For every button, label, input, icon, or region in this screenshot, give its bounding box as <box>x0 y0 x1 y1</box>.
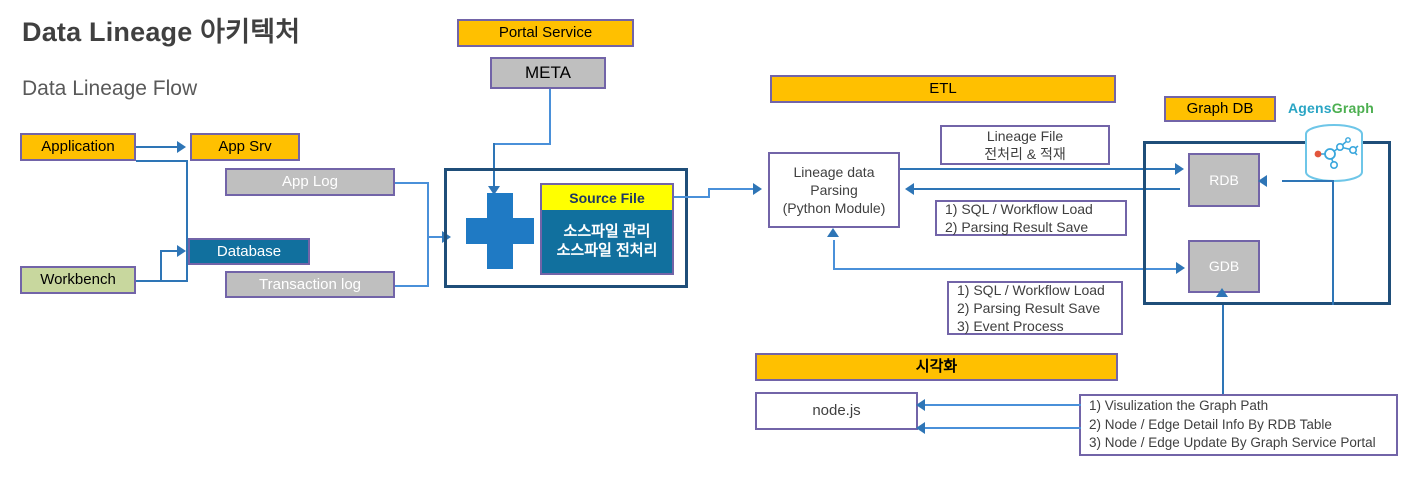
viz-note-line-1: 1) Visulization the Graph Path <box>1089 398 1269 414</box>
note-lineage-file: Lineage File 전처리 & 적재 <box>940 125 1110 165</box>
node-app-log[interactable]: App Log <box>225 168 395 196</box>
lineage-file-line-1: Lineage File <box>986 127 1064 144</box>
note-visualization: 1) Visulization the Graph Path 2) Node /… <box>1079 394 1398 456</box>
edge-application-down-h <box>136 160 188 162</box>
edge-rdb-right-v <box>1332 180 1334 305</box>
node-workbench[interactable]: Workbench <box>20 266 136 294</box>
page-subtitle: Data Lineage Flow <box>22 77 198 100</box>
arrow-to-database <box>177 245 186 257</box>
edge-txlog-v <box>427 236 429 286</box>
banner-visualization[interactable]: 시각화 <box>755 353 1118 381</box>
arrow-into-gdb-bottom <box>1216 288 1228 297</box>
edge-gdb-return-h <box>833 268 1181 270</box>
plus-icon <box>466 193 534 269</box>
node-database[interactable]: Database <box>188 238 310 265</box>
source-file-line2: 소스파일 전처리 <box>556 241 658 259</box>
edge-rdb-to-parsing <box>912 188 1180 190</box>
arrow-parsing-to-rdb <box>1175 163 1184 175</box>
edge-workbench-v <box>160 251 162 281</box>
source-file-body: 소스파일 관리 소스파일 전처리 <box>542 210 672 273</box>
edge-parsing-to-rdb <box>900 168 1180 170</box>
etl-note2-line-1: 1) SQL / Workflow Load <box>957 281 1105 298</box>
note-etl-1: 1) SQL / Workflow Load 2) Parsing Result… <box>935 200 1127 236</box>
edge-application-appsrv <box>136 146 178 148</box>
node-app-srv[interactable]: App Srv <box>190 133 300 161</box>
banner-graph-db[interactable]: Graph DB <box>1164 96 1276 122</box>
arrow-into-rdb <box>1258 175 1267 187</box>
lineage-file-line-2: 전처리 & 적재 <box>984 146 1066 162</box>
arrow-application-appsrv <box>177 141 186 153</box>
etl-note1-line-1: 1) SQL / Workflow Load <box>945 200 1093 217</box>
edge-gdb-return-v <box>833 240 835 270</box>
source-file-title: Source File <box>542 185 672 210</box>
node-lineage-parsing[interactable]: Lineage data Parsing (Python Module) <box>768 152 900 228</box>
edge-txlog-h <box>395 285 429 287</box>
edge-to-database-h <box>160 250 180 252</box>
arrow-viz-2 <box>916 422 925 434</box>
node-transaction-log[interactable]: Transaction log <box>225 271 395 298</box>
node-meta[interactable]: META <box>490 57 606 89</box>
node-portal-service[interactable]: Portal Service <box>457 19 634 47</box>
banner-etl[interactable]: ETL <box>770 75 1116 103</box>
agens-logo-part2: Graph <box>1331 100 1375 116</box>
edge-meta-h <box>493 143 551 145</box>
arrow-to-gdb <box>1176 262 1185 274</box>
edge-sourcefile-v <box>708 188 710 198</box>
arrow-meta-to-plus <box>488 186 500 195</box>
node-gdb[interactable]: GDB <box>1188 240 1260 293</box>
arrow-viz-1 <box>916 399 925 411</box>
graphdb-container <box>1143 141 1391 305</box>
edge-application-down-v <box>186 160 188 280</box>
edge-applog-h <box>395 182 429 184</box>
viz-note-line-3: 3) Node / Edge Update By Graph Service P… <box>1089 435 1376 451</box>
etl-note2-line-3: 3) Event Process <box>957 318 1064 335</box>
agensgraph-logo: AgensGraph <box>1288 100 1392 190</box>
node-rdb[interactable]: RDB <box>1188 153 1260 207</box>
agens-logo-part1: Agens <box>1288 100 1332 116</box>
edge-meta-v1 <box>549 89 551 144</box>
parsing-line-2: Parsing <box>810 181 858 198</box>
edge-into-plus <box>427 236 447 238</box>
edge-gdb-bottom-v <box>1222 305 1224 437</box>
edge-sourcefile-h1 <box>674 196 710 198</box>
source-file-line1: 소스파일 관리 <box>563 222 651 240</box>
viz-note-line-2: 2) Node / Edge Detail Info By RDB Table <box>1089 416 1332 432</box>
arrow-gdb-to-parsing <box>827 228 839 237</box>
edge-viz-2 <box>925 427 1081 429</box>
arrow-rdb-to-parsing <box>905 183 914 195</box>
edge-workbench-h <box>136 280 188 282</box>
graph-database-cylinder-icon <box>1305 124 1363 182</box>
parsing-line-3: (Python Module) <box>782 200 886 217</box>
source-file-container <box>444 168 688 288</box>
etl-note1-line-2: 2) Parsing Result Save <box>945 219 1089 235</box>
parsing-line-1: Lineage data <box>793 163 875 180</box>
note-etl-2: 1) SQL / Workflow Load 2) Parsing Result… <box>947 281 1123 335</box>
edge-rdb-right-h <box>1282 180 1334 182</box>
edge-meta-v2 <box>493 143 495 189</box>
node-application[interactable]: Application <box>20 133 136 161</box>
etl-note2-line-2: 2) Parsing Result Save <box>957 299 1101 316</box>
edge-sourcefile-h2 <box>708 188 756 190</box>
arrow-sourcefile-to-parsing <box>753 183 762 195</box>
page-title: Data Lineage 아키텍처 <box>22 17 301 47</box>
node-nodejs[interactable]: node.js <box>755 392 918 430</box>
source-file-card[interactable]: Source File 소스파일 관리 소스파일 전처리 <box>540 183 674 275</box>
edge-viz-1 <box>925 404 1081 406</box>
edge-applog-v <box>427 182 429 237</box>
